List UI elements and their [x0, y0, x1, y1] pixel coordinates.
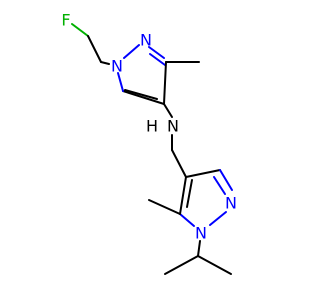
bond-n2-c3-inner: [149, 53, 166, 66]
atom-n2-top: N: [140, 31, 152, 50]
bond-c3-c4: [163, 61, 167, 105]
atom-amine-h: H: [146, 117, 158, 136]
bond-c4-amine: [163, 103, 173, 118]
bond-ch2-c4-bottom: [171, 149, 187, 178]
molecule-diagram: F N N N H N N: [61, 11, 237, 275]
bond-c5-n1: [117, 72, 124, 92]
bond-c4-c3-bottom: [185, 169, 221, 178]
bond-c5-methyl-bottom: [148, 199, 181, 215]
bond-c5-c4-bottom-inner: [186, 179, 193, 208]
bond-n1-n2: [123, 44, 140, 59]
atom-n2-bottom: N: [225, 194, 237, 213]
bond-c3-n2-outer: [219, 169, 233, 191]
bond-c4-c5-outer: [122, 90, 165, 105]
top-pyrazole-ring: [71, 23, 200, 118]
atom-labels: F N N N H N N: [61, 11, 237, 243]
bond-n2-c3-outer: [148, 46, 165, 59]
bond-isopropyl-left: [164, 255, 199, 275]
atom-amine-n: N: [167, 117, 179, 136]
bottom-pyrazole-ring: [148, 169, 233, 275]
atom-fluorine: F: [61, 11, 70, 30]
bond-f-ch2: [71, 23, 89, 37]
bond-c3-n2-inner: [213, 176, 226, 195]
atom-n1-bottom: N: [195, 224, 207, 243]
bond-ch2-n1: [100, 61, 110, 65]
structure-canvas: F N N N H N N: [61, 10, 237, 275]
bond-isopropyl-right: [197, 255, 232, 275]
bond-n1-c5-bottom: [179, 213, 195, 227]
bond-ch2-ch2: [87, 35, 102, 63]
bond-c4-c5-inner: [124, 89, 158, 100]
linker: [171, 134, 187, 178]
bond-c5-c4-bottom-outer: [179, 176, 187, 215]
atom-n1-top: N: [111, 57, 123, 76]
bond-n1-isopropyl: [197, 240, 201, 257]
bond-n2-n1-bottom: [209, 211, 227, 226]
